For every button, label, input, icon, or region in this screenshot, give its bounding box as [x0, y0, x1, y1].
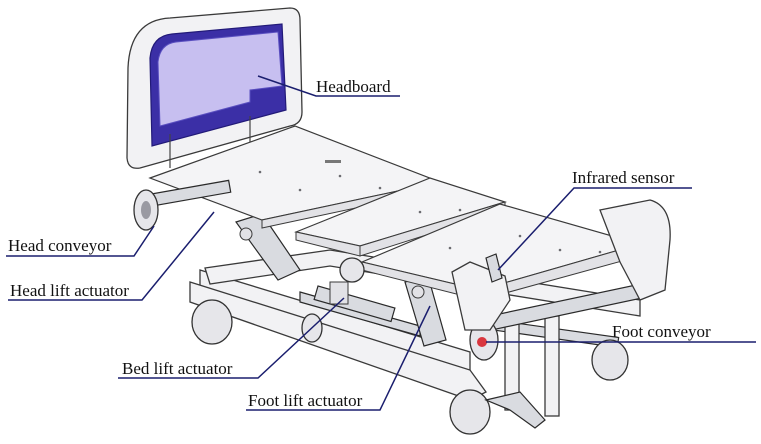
head-conveyor: [133, 179, 232, 231]
headboard: [126, 7, 303, 169]
leader-lines: [6, 75, 756, 411]
label-bed-lift-actuator: Bed lift actuator: [122, 359, 233, 378]
castor-wheels: [191, 257, 629, 435]
leader-head-conveyor: [6, 225, 155, 257]
mattress-deck: [148, 125, 643, 301]
leader-bed-lift-actuator: [118, 297, 345, 379]
label-head-conveyor: Head conveyor: [8, 236, 112, 255]
bed-lift-actuator: [313, 281, 396, 323]
leader-headboard: [257, 75, 400, 97]
leader-infrared-sensor: [497, 187, 692, 271]
label-foot-lift-actuator: Foot lift actuator: [248, 391, 363, 410]
label-infrared-sensor: Infrared sensor: [572, 168, 675, 187]
infrared-sensor: [451, 253, 511, 331]
label-headboard: Headboard: [316, 77, 391, 96]
leader-foot-lift-actuator: [246, 305, 431, 411]
label-foot-conveyor: Foot conveyor: [612, 322, 711, 341]
label-head-lift-actuator: Head lift actuator: [10, 281, 129, 300]
leader-head-lift-actuator: [8, 211, 215, 301]
